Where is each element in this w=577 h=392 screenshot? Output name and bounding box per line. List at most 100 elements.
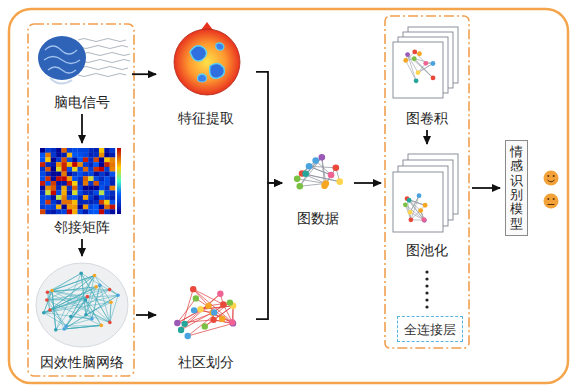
- brain-network-image-part-part: [50, 300, 86, 310]
- adjacency-matrix-image-part: [56, 209, 62, 214]
- adjacency-matrix-image-part: [78, 172, 84, 177]
- adjacency-matrix-image-part: [78, 167, 84, 172]
- brain-network-image-part-part: [66, 300, 85, 326]
- adjacency-matrix-image-part: [56, 190, 62, 195]
- eeg-wave-part: [78, 39, 126, 42]
- adjacency-matrix-image-part: [78, 148, 84, 153]
- model-group-frame-part: [385, 16, 469, 348]
- adjacency-matrix-image-part: [83, 148, 89, 153]
- graph-conv-stack-image-part-part: [431, 61, 436, 66]
- adjacency-matrix-image-part: [94, 157, 100, 162]
- input-group-frame: [28, 24, 134, 376]
- adjacency-matrix-image-part: [45, 186, 51, 191]
- adjacency-matrix-image-part: [88, 186, 94, 191]
- adjacency-matrix-image-part: [104, 200, 110, 205]
- adjacency-matrix-image-part: [88, 181, 94, 186]
- figure-node: 图池化: [388, 146, 466, 260]
- emotion-face-icon-part: [544, 194, 559, 209]
- adjacency-matrix-image-part: [88, 195, 94, 200]
- adjacency-matrix-image-part: [94, 153, 100, 158]
- figure-node: 特征提取: [158, 26, 254, 128]
- adjacency-matrix-image-part: [61, 153, 67, 158]
- graph-pool-stack-image-part-part: [421, 217, 426, 222]
- adjacency-matrix-image-part: [67, 153, 73, 158]
- adjacency-matrix-image-part: [45, 209, 51, 214]
- brain-network-image-part-part: [79, 272, 83, 276]
- adjacency-matrix-image-part: [110, 176, 116, 181]
- graph-pool-stack-image-part: [393, 172, 443, 232]
- adjacency-matrix-image-part: [88, 209, 94, 214]
- adjacency-matrix-image-part: [51, 190, 57, 195]
- graph-pool-stack-image-part-part: [408, 217, 413, 222]
- adjacency-matrix-image-part: [88, 172, 94, 177]
- adjacency-matrix-image-part: [51, 200, 57, 205]
- adjacency-matrix-image-part: [110, 209, 116, 214]
- adjacency-matrix-image-part: [78, 162, 84, 167]
- node-label: 特征提取: [178, 110, 234, 127]
- community-graph-image-part-part: [193, 289, 208, 306]
- adjacency-matrix-image-part: [45, 148, 51, 153]
- adjacency-matrix-image-part: [67, 200, 73, 205]
- adjacency-matrix-image-part: [72, 176, 78, 181]
- adjacency-matrix-image-part: [99, 148, 105, 153]
- adjacency-matrix-image-part: [83, 153, 89, 158]
- adjacency-matrix-image-part: [88, 157, 94, 162]
- eeg-brain-image-part: [50, 78, 72, 84]
- brain-network-image-part-part: [90, 317, 94, 321]
- brain-network-image-part-part: [52, 273, 81, 290]
- community-graph-image-part: [177, 289, 233, 336]
- adjacency-matrix-image-part: [83, 209, 89, 214]
- community-graph-image-part-part: [188, 303, 230, 336]
- adjacency-matrix-image-part: [94, 205, 100, 210]
- adjacency-matrix-image-part: [83, 200, 89, 205]
- brain-network-image-part-part: [64, 325, 101, 329]
- adjacency-matrix-image-part: [72, 186, 78, 191]
- eeg-brain-image: [38, 36, 130, 84]
- adjacency-matrix-image-part: [83, 190, 89, 195]
- adjacency-matrix-image-part: [78, 153, 84, 158]
- community-graph-image-part-part: [197, 306, 203, 312]
- adjacency-matrix-image-part: [72, 167, 78, 172]
- adjacency-matrix-image-part: [83, 162, 89, 167]
- brain-network-image-part-part: [116, 294, 120, 298]
- adjacency-matrix-image-part: [51, 186, 57, 191]
- brain-network-image-part-part: [86, 295, 90, 299]
- adjacency-matrix-image-part: [104, 195, 110, 200]
- adjacency-matrix-image-part: [45, 157, 51, 162]
- adjacency-matrix-image-part: [67, 195, 73, 200]
- brain-network-image-part-part: [81, 273, 86, 314]
- brain-network-image-part-part: [50, 310, 66, 326]
- graph-conv-stack-image-part-part: [416, 70, 421, 75]
- graph-pool-stack-image-part: [403, 193, 428, 222]
- graph-data-image-part: [294, 154, 343, 189]
- graph-data-image-part-part: [312, 157, 319, 164]
- adjacency-matrix-image-part: [40, 176, 46, 181]
- graph-pool-stack-image-part-part: [407, 199, 411, 220]
- adjacency-matrix-image-part: [94, 195, 100, 200]
- graph-data-image-part-part: [328, 172, 335, 179]
- adjacency-matrix-image-part: [72, 205, 78, 210]
- feature-heatmap-image-part: [210, 63, 225, 78]
- graph-data-image-part-part: [333, 164, 340, 171]
- brain-network-image-part-part: [64, 325, 101, 329]
- brain-network-image-part-part: [66, 287, 96, 326]
- eeg-brain-image-part: [44, 46, 80, 73]
- adjacency-matrix-image-part: [110, 190, 116, 195]
- community-graph-image-part-part: [196, 298, 233, 323]
- adjacency-matrix-image-part: [94, 167, 100, 172]
- adjacency-matrix-image-part: [51, 205, 57, 210]
- graph-pool-stack-image-part-part: [423, 203, 428, 208]
- graph-conv-stack-image-part-part: [408, 55, 433, 78]
- brain-network-image-part-part: [50, 275, 95, 309]
- node-label: 图池化: [406, 242, 448, 259]
- adjacency-matrix-image-part: [51, 157, 57, 162]
- adjacency-matrix-image-part: [88, 153, 94, 158]
- graph-conv-stack-image-part-part: [414, 78, 419, 83]
- adjacency-matrix-image-part: [88, 148, 94, 153]
- layer-box: 全连接层: [397, 316, 463, 342]
- adjacency-matrix-image-part: [94, 176, 100, 181]
- adjacency-matrix-image-part: [67, 190, 73, 195]
- adjacency-matrix-image-part: [61, 209, 67, 214]
- brain-network-image-part-part: [52, 290, 56, 329]
